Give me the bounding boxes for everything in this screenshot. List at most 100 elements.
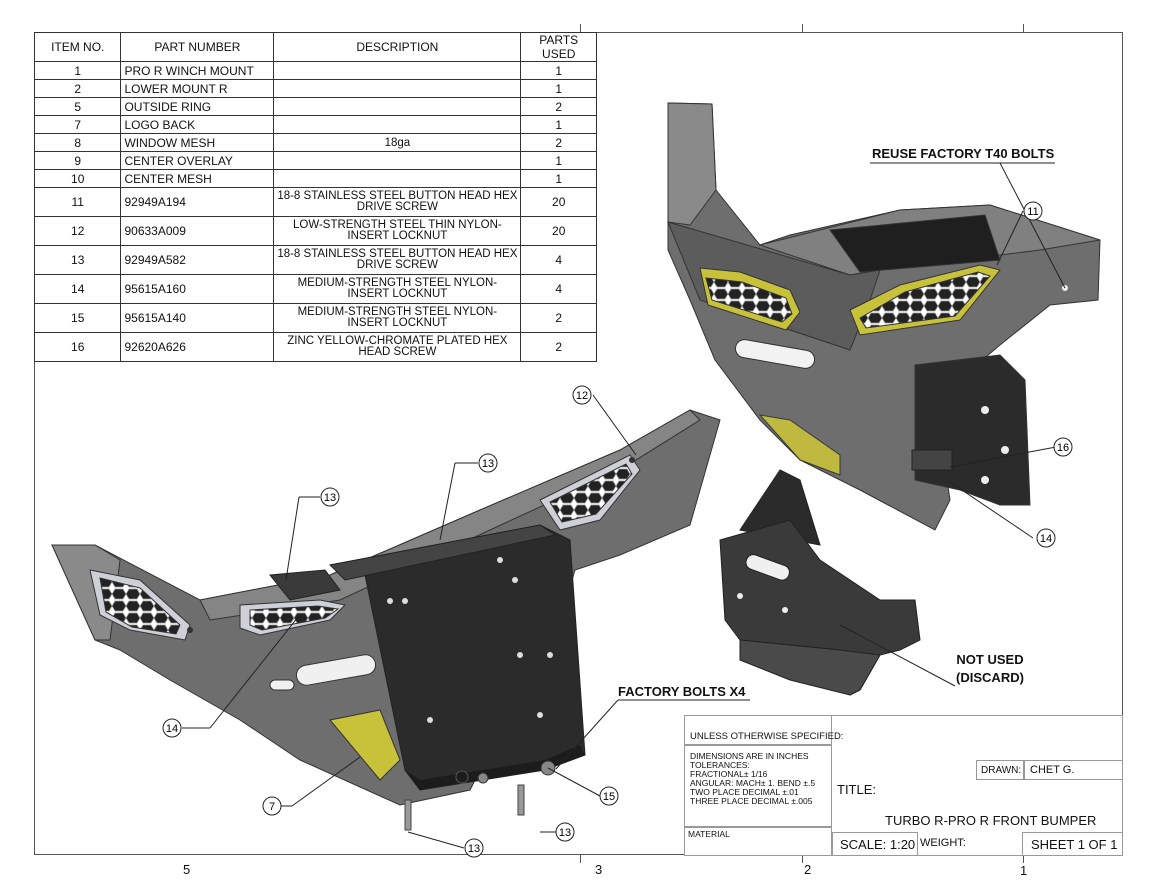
bom-cell-part: 90633A009 <box>120 216 275 246</box>
tb-scale-cell <box>832 832 918 856</box>
bom-cell-part: PRO R WINCH MOUNT <box>120 61 275 80</box>
bom-cell-qty: 2 <box>520 97 597 116</box>
zone-label: 5 <box>183 862 191 877</box>
tb-drawn-by-cell <box>1024 760 1123 780</box>
balloon-number: 14 <box>1040 533 1052 545</box>
item-balloon: 16 <box>1053 437 1073 457</box>
bom-cell-description <box>273 97 522 116</box>
bom-cell-part: CENTER OVERLAY <box>120 151 275 170</box>
bom-header-qty: PARTS USED <box>520 32 597 62</box>
zone-tick <box>580 855 581 863</box>
assembled-bumper-view <box>667 102 1101 531</box>
item-balloon: 14 <box>1036 528 1056 548</box>
bom-header-item: ITEM NO. <box>33 32 122 62</box>
bom-cell-part: 92620A626 <box>120 332 275 362</box>
bom-cell-qty: 20 <box>520 187 597 217</box>
bom-cell-item: 7 <box>33 115 122 134</box>
bom-cell-qty: 1 <box>520 151 597 170</box>
balloon-circle <box>555 822 575 842</box>
tb-sheet-cell <box>1022 832 1123 856</box>
tb-three-place: THREE PLACE DECIMAL ±.005 <box>690 796 813 806</box>
tb-material-cell <box>684 827 832 856</box>
bom-cell-item: 9 <box>33 151 122 170</box>
item-balloon: 15 <box>599 786 619 806</box>
discarded-mount-plate <box>719 469 921 696</box>
tb-drawn-by: CHET G. <box>1030 764 1075 776</box>
balloon-number: 16 <box>1057 442 1069 454</box>
bom-cell-part: 92949A582 <box>120 245 275 275</box>
zone-tick <box>802 855 803 863</box>
balloon-number: 13 <box>482 458 494 470</box>
item-balloon: 13 <box>555 822 575 842</box>
tb-material: MATERIAL <box>688 829 730 839</box>
exploded-bumper-view <box>51 409 721 831</box>
bom-cell-qty: 1 <box>520 169 597 188</box>
bom-cell-part: OUTSIDE RING <box>120 97 275 116</box>
leader-lines <box>182 162 1066 849</box>
bom-cell-description <box>273 61 522 80</box>
bom-cell-description: 18-8 STAINLESS STEEL BUTTON HEAD HEX DRI… <box>273 187 522 217</box>
balloon-circle <box>572 385 592 405</box>
bom-cell-part: 92949A194 <box>120 187 275 217</box>
balloon-circle <box>599 786 619 806</box>
balloon-circle <box>320 487 340 507</box>
bill-of-materials: ITEM NO. PART NUMBER DESCRIPTION PARTS U… <box>33 32 597 362</box>
bom-cell-description <box>273 169 522 188</box>
tb-sheet: SHEET 1 OF 1 <box>1031 837 1118 852</box>
balloon-number: 14 <box>166 723 178 735</box>
bom-header-part: PART NUMBER <box>120 32 275 62</box>
bom-cell-qty: 4 <box>520 245 597 275</box>
bom-cell-description: 18-8 STAINLESS STEEL BUTTON HEAD HEX DRI… <box>273 245 522 275</box>
zone-tick <box>580 24 581 32</box>
zone-tick <box>1023 24 1024 32</box>
zone-label: 1 <box>1020 863 1028 878</box>
item-balloon: 12 <box>572 385 592 405</box>
balloon-number: 13 <box>324 492 336 504</box>
bom-cell-qty: 1 <box>520 79 597 98</box>
balloon-number: 13 <box>468 843 480 855</box>
tb-drawn-label: DRAWN: <box>981 765 1022 776</box>
bom-cell-item: 13 <box>33 245 122 275</box>
balloon-number: 12 <box>576 390 588 402</box>
bom-cell-item: 8 <box>33 133 122 152</box>
tb-weight: WEIGHT: <box>920 837 966 849</box>
note-factory-bolts: FACTORY BOLTS X4 <box>618 684 746 699</box>
balloon-circle <box>262 796 282 816</box>
bom-cell-part: LOWER MOUNT R <box>120 79 275 98</box>
balloon-circle <box>464 838 484 858</box>
balloon-number: 11 <box>1027 206 1038 218</box>
note-discard-line2: (DISCARD) <box>956 670 1024 685</box>
bom-cell-qty: 2 <box>520 133 597 152</box>
zone-label: 3 <box>595 862 603 877</box>
note-not-used: NOT USED (DISCARD) <box>952 651 1028 687</box>
bom-cell-qty: 2 <box>520 303 597 333</box>
bom-cell-item: 12 <box>33 216 122 246</box>
balloon-circle <box>162 718 182 738</box>
bom-cell-qty: 4 <box>520 274 597 304</box>
bom-cell-description: LOW-STRENGTH STEEL THIN NYLON-INSERT LOC… <box>273 216 522 246</box>
bom-cell-qty: 1 <box>520 115 597 134</box>
tb-tolerance-cell <box>684 745 832 827</box>
bom-cell-part: CENTER MESH <box>120 169 275 188</box>
tb-logo-text: FAB <box>900 751 929 766</box>
tb-fractional: FRACTIONAL± 1/16 <box>690 769 768 779</box>
bom-cell-item: 10 <box>33 169 122 188</box>
note-not-used-line1: NOT USED <box>956 652 1024 667</box>
item-balloon: 13 <box>320 487 340 507</box>
bom-cell-description: MEDIUM-STRENGTH STEEL NYLON-INSERT LOCKN… <box>273 274 522 304</box>
balloon-circle <box>1036 528 1056 548</box>
bom-cell-qty: 1 <box>520 61 597 80</box>
bom-cell-item: 2 <box>33 79 122 98</box>
bom-cell-item: 16 <box>33 332 122 362</box>
bom-cell-item: 15 <box>33 303 122 333</box>
